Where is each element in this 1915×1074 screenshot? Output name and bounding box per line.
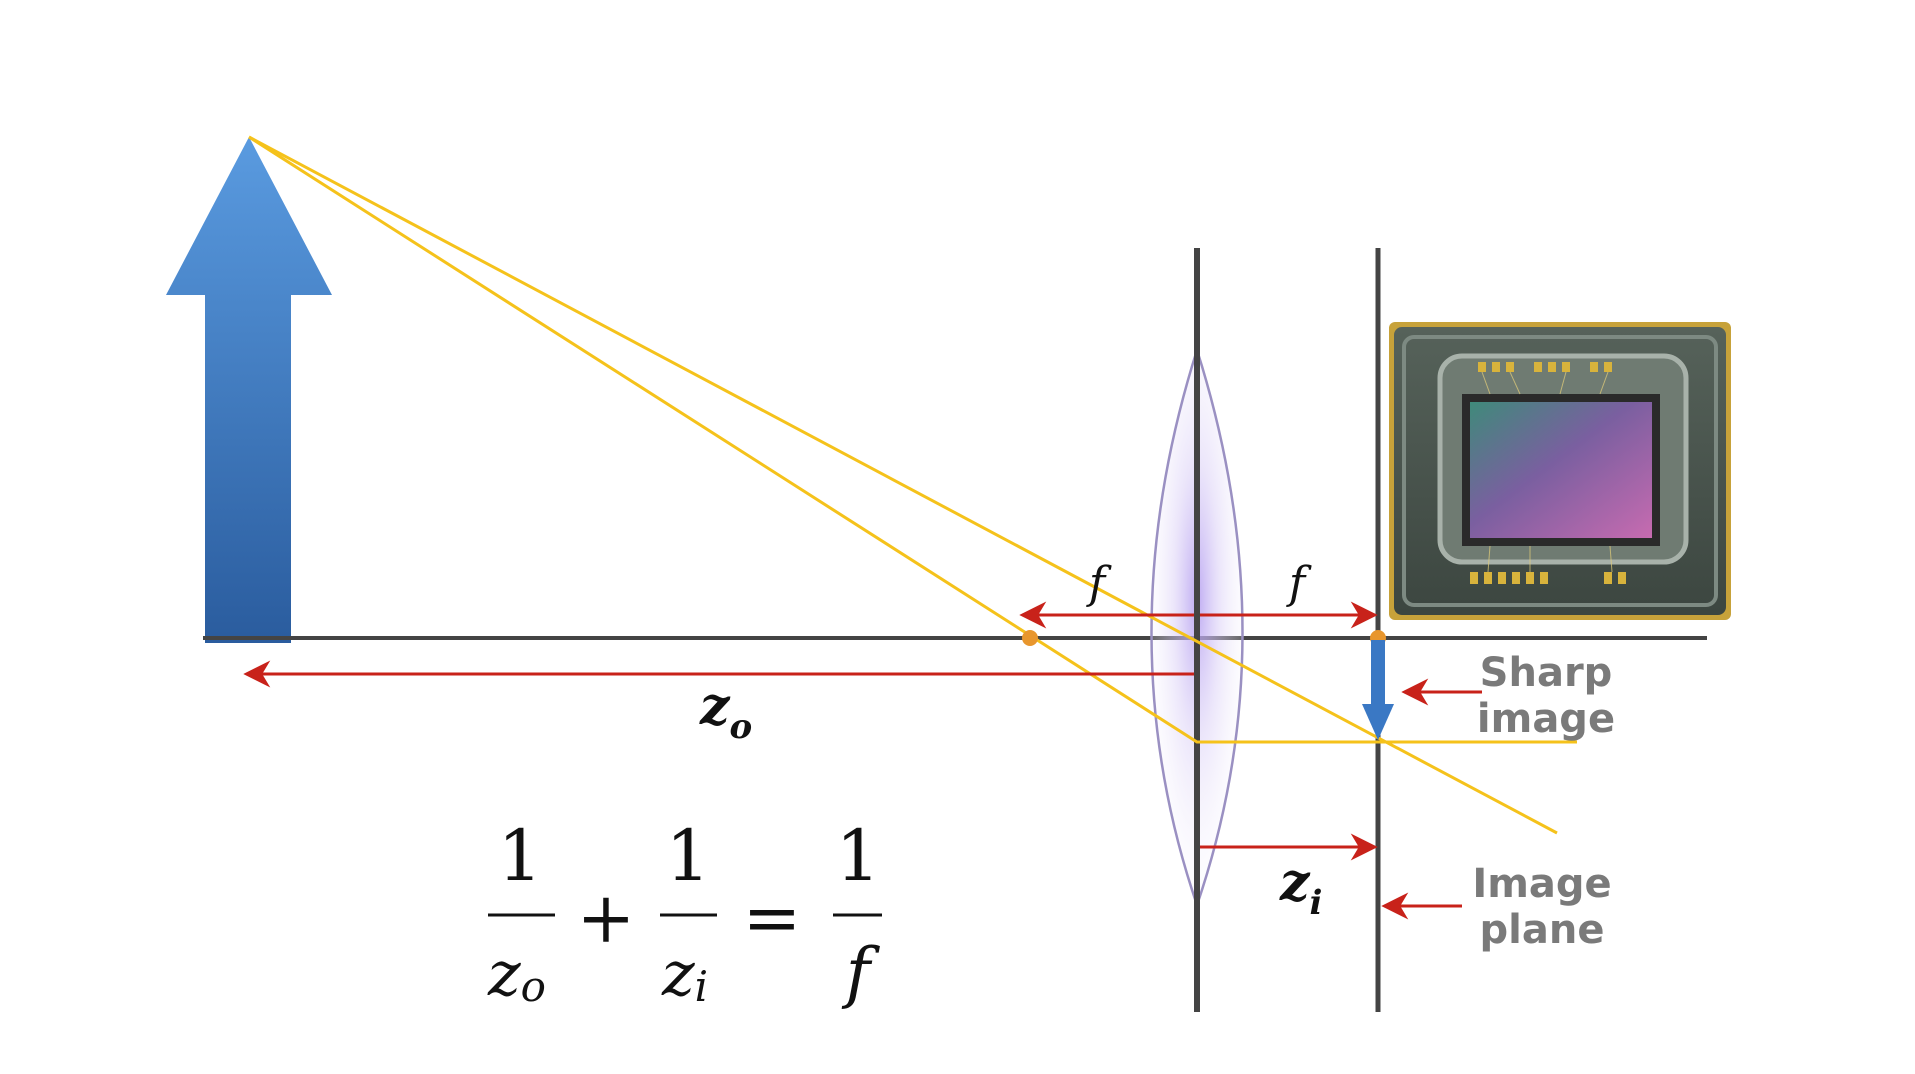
object-arrow-icon [166,137,332,643]
ray-through-center [248,135,1558,835]
sharp-image-label-line2: image [1477,696,1615,742]
eq-numerator-2: 1 [666,815,711,897]
dimension-arrows [243,601,1482,920]
eq-numerator-3: 1 [836,815,881,897]
image-plane-label-line1: Image [1472,861,1611,907]
eq-denominator-2: zi [661,937,708,1011]
object-distance-label: zo [699,676,752,747]
eq-numerator-1: 1 [498,815,543,897]
image-plane-label-line2: plane [1480,907,1605,953]
eq-equals: = [743,877,802,959]
image-arrow-icon [1362,640,1394,740]
image-sensor-icon [1389,322,1731,620]
eq-plus: + [577,877,636,959]
focal-point-left [1022,630,1038,646]
sharp-image-label-line1: Sharp [1480,650,1613,696]
eq-denominator-1: zo [487,937,546,1011]
light-rays [248,135,1577,835]
image-distance-label: zi [1279,852,1322,923]
focal-length-label-left: f [1086,558,1112,609]
eq-denominator-3: f [841,934,881,1011]
thin-lens-equation: 1 zo + 1 zi = 1 f [487,815,882,1011]
focal-length-label-right: f [1286,558,1312,609]
ray-through-focus [248,135,1577,744]
